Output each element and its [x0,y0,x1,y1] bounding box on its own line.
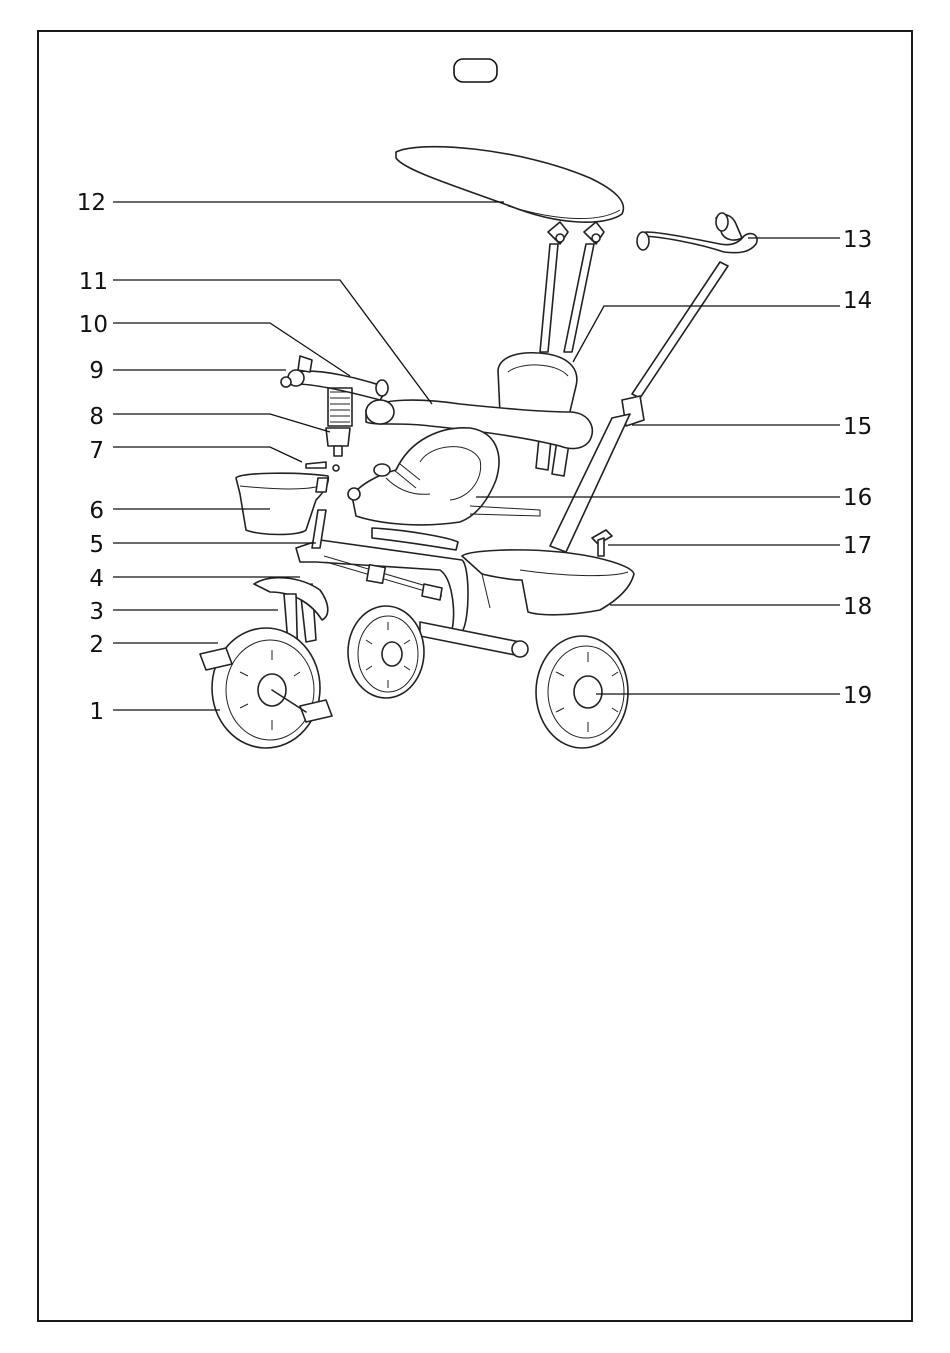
push-handle [550,213,757,552]
callout-10: 10 [79,312,108,338]
tricycle-illustration [200,147,757,748]
bolt [306,462,339,471]
callout-14: 14 [843,288,872,314]
front-basket [236,473,328,534]
callout-4: 4 [89,566,104,592]
callout-3: 3 [89,599,104,625]
callout-5: 5 [89,532,104,558]
callout-12: 12 [77,190,106,216]
language-badge [454,59,497,82]
callout-1: 1 [89,699,104,725]
seat [348,428,540,525]
callout-2: 2 [89,632,104,658]
rear-wheel-right [536,636,628,748]
callout-9: 9 [89,358,104,384]
callout-18: 18 [843,594,872,620]
callout-11: 11 [79,269,108,295]
rear-basket [462,550,634,615]
pin [592,530,612,556]
rear-wheel-left [348,606,424,698]
callout-19: 19 [843,683,872,709]
callout-6: 6 [89,498,104,524]
callout-16: 16 [843,485,872,511]
canopy [396,147,623,352]
callout-7: 7 [89,438,104,464]
callout-8: 8 [89,404,104,430]
callout-17: 17 [843,533,872,559]
front-wheel [210,628,320,748]
callout-13: 13 [843,227,872,253]
callout-15: 15 [843,414,872,440]
